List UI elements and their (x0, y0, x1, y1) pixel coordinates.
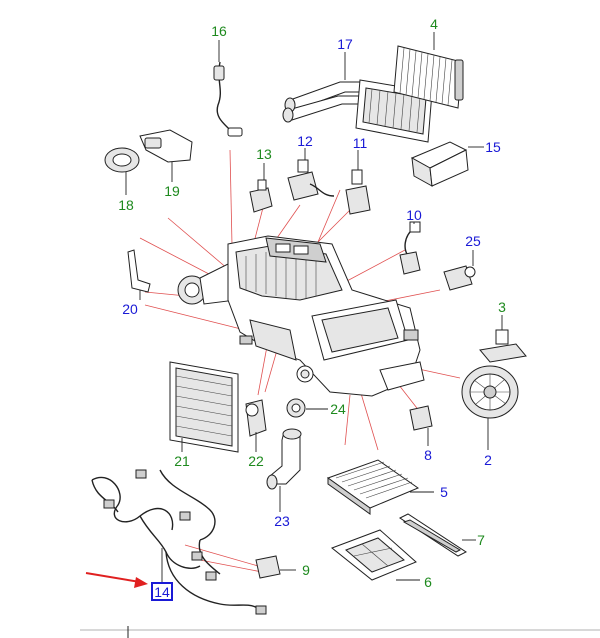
label-23[interactable]: 23 (274, 513, 290, 529)
part-9-connector[interactable] (255, 555, 296, 579)
hvac-main-housing[interactable] (177, 235, 425, 397)
part-5-pollen-filter[interactable] (326, 459, 434, 515)
part-19-actuator-bracket[interactable] (139, 129, 193, 182)
label-13[interactable]: 13 (256, 146, 272, 162)
part-15-control-module[interactable] (410, 141, 484, 187)
label-22[interactable]: 22 (248, 453, 264, 469)
part-21-evaporator[interactable] (169, 361, 239, 453)
part-11-actuator[interactable] (345, 150, 371, 215)
part-22-expansion-valve[interactable] (245, 399, 267, 452)
label-20[interactable]: 20 (122, 301, 138, 317)
label-9[interactable]: 9 (302, 562, 310, 578)
label-21[interactable]: 21 (174, 453, 190, 469)
part-20-bracket[interactable] (127, 249, 151, 300)
part-24-grommet[interactable] (286, 398, 328, 418)
red-arrow-icon (85, 572, 148, 588)
part-12-actuator[interactable] (287, 148, 335, 201)
label-19[interactable]: 19 (164, 183, 180, 199)
part-7-seal-strip[interactable] (398, 513, 476, 557)
selected-part-highlight (151, 582, 173, 601)
label-8[interactable]: 8 (424, 447, 432, 463)
label-10[interactable]: 10 (406, 207, 422, 223)
part-18-grommet[interactable] (104, 147, 140, 195)
label-3[interactable]: 3 (498, 299, 506, 315)
label-12[interactable]: 12 (297, 133, 313, 149)
label-11[interactable]: 11 (353, 135, 368, 151)
part-13-actuator[interactable] (249, 163, 273, 213)
label-5[interactable]: 5 (440, 484, 448, 500)
part-3-resistor[interactable] (479, 315, 527, 363)
part-4-heater-matrix[interactable] (393, 32, 464, 109)
label-16[interactable]: 16 (211, 23, 227, 39)
label-15[interactable]: 15 (485, 139, 501, 155)
part-23-pipe[interactable] (266, 428, 302, 512)
label-6[interactable]: 6 (424, 574, 432, 590)
part-8-sensor[interactable] (409, 405, 433, 446)
label-2[interactable]: 2 (484, 452, 492, 468)
part-6-filter-cover[interactable] (331, 529, 420, 581)
part-25-sensor[interactable] (443, 250, 476, 291)
label-4[interactable]: 4 (430, 16, 438, 32)
label-25[interactable]: 25 (465, 233, 481, 249)
part-14-wiring-harness[interactable] (91, 469, 267, 615)
label-14[interactable]: 14 (154, 584, 170, 600)
label-17[interactable]: 17 (337, 36, 353, 52)
part-10-sensor[interactable] (399, 221, 421, 275)
part-16-sensor[interactable] (213, 40, 243, 137)
part-2-blower-motor[interactable] (461, 365, 519, 450)
label-7[interactable]: 7 (477, 532, 485, 548)
label-24[interactable]: 24 (330, 401, 346, 417)
label-18[interactable]: 18 (118, 197, 134, 213)
